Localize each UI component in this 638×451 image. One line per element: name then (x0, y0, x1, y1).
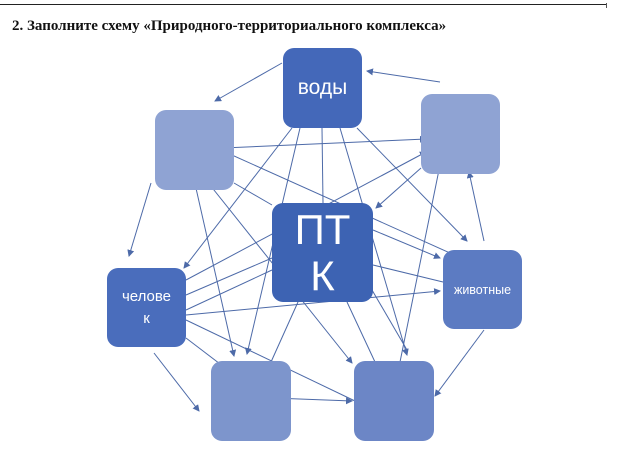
arrow (214, 62, 283, 102)
node-top-left-empty[interactable] (155, 110, 234, 190)
arrow (185, 288, 441, 316)
arrow (183, 127, 293, 269)
arrow (270, 301, 299, 363)
arrow (466, 171, 485, 242)
arrow (185, 269, 273, 311)
arrow (346, 301, 376, 363)
arrow (222, 135, 427, 149)
arrow (339, 127, 409, 356)
arrow (366, 68, 441, 83)
node-water: воды (283, 48, 362, 128)
node-animals: животные (443, 250, 522, 329)
arrow (434, 329, 485, 397)
arrow (185, 319, 356, 402)
node-bottom-right-empty[interactable] (354, 361, 434, 441)
node-human: челове к (107, 268, 186, 347)
arrow (371, 289, 408, 351)
rule-tick (606, 3, 607, 8)
arrow (321, 127, 324, 204)
arrow (233, 182, 273, 206)
arrow (375, 167, 422, 209)
arrow (399, 159, 444, 363)
arrow (153, 352, 200, 412)
task-heading: 2. Заполните схему «Природного-территори… (12, 18, 447, 34)
top-rule (0, 4, 606, 5)
node-top-right-empty[interactable] (421, 94, 500, 174)
node-center-ptk: ПТ К (272, 203, 373, 302)
arrow (127, 182, 152, 257)
node-bottom-left-empty[interactable] (211, 361, 291, 441)
arrow (185, 257, 273, 296)
arrow (372, 229, 441, 259)
arrow (372, 264, 444, 283)
arrow (356, 127, 468, 242)
